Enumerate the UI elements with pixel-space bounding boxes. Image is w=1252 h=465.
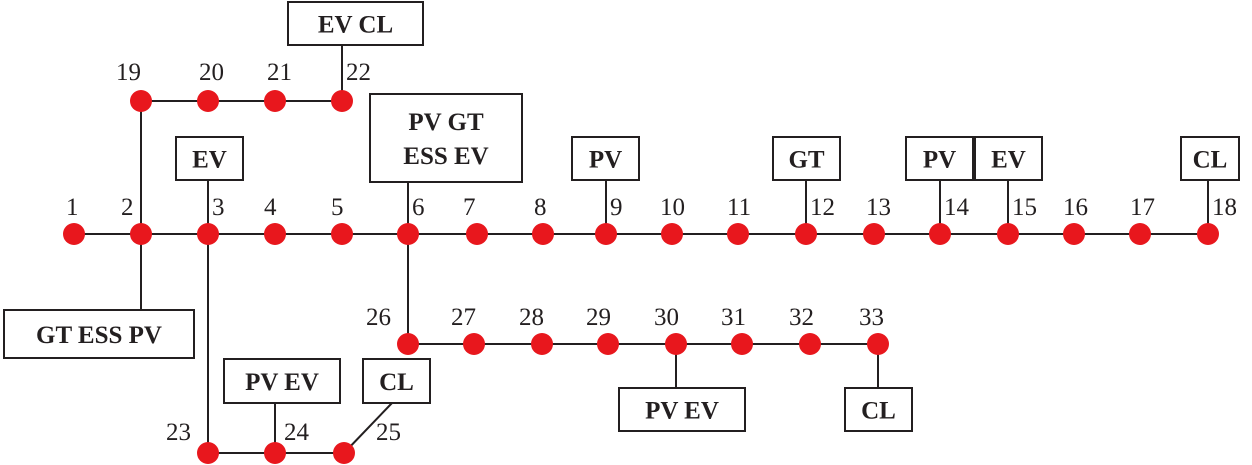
bus-node-5 [331,223,353,245]
bus-label-10: 10 [660,194,685,221]
attachment-box-14 [905,136,974,181]
bus-node-8 [532,223,554,245]
bus-label-28: 28 [519,304,544,331]
bus-label-30: 30 [654,304,679,331]
bus-label-27: 27 [451,304,476,331]
bus-label-16: 16 [1063,194,1088,221]
bus-label-25: 25 [376,419,401,446]
attachment-box-24 [223,358,341,404]
bus-label-5: 5 [331,194,344,221]
bus-node-22 [331,90,353,112]
bus-node-31 [731,333,753,355]
bus-label-22: 22 [346,59,371,86]
attachment-label-14: PV [923,147,956,174]
bus-label-1: 1 [66,194,79,221]
bus-node-18 [1197,223,1219,245]
attachment-label-3: EV [192,147,227,174]
bus-node-23 [197,442,219,464]
attachment-label-12: GT [788,147,824,174]
bus-label-24: 24 [284,419,310,446]
bus-label-33: 33 [859,304,884,331]
bus-label-4: 4 [264,194,277,221]
bus-node-24 [264,442,286,464]
attachment-label-30: PV EV [645,398,719,425]
bus-node-26 [397,333,419,355]
bus-label-32: 32 [789,304,814,331]
bus-node-2 [130,223,152,245]
bus-node-19 [130,90,152,112]
attachment-box-12 [772,136,841,181]
attachment-connector-25 [343,402,393,454]
bus-label-12: 12 [810,194,835,221]
bus-label-21: 21 [267,59,292,86]
attachment-box-2 [3,309,195,359]
attachment-box-3 [175,136,244,181]
bus-label-3: 3 [212,194,225,221]
attachment-box-30 [618,387,746,432]
bus-label-13: 13 [866,194,891,221]
attachment-label-15: EV [991,147,1026,174]
bus-node-1 [63,223,85,245]
bus-label-31: 31 [721,304,746,331]
bus-label-2: 2 [121,194,134,221]
attachment-label-9: PV [589,147,622,174]
bus-node-30 [665,333,687,355]
bus-node-29 [597,333,619,355]
bus-node-15 [997,223,1019,245]
attachment-label-25: CL [379,369,414,396]
bus-node-10 [661,223,683,245]
bus-nodes [63,90,1219,464]
bus-node-16 [1063,223,1085,245]
bus-node-27 [463,333,485,355]
bus-node-4 [264,223,286,245]
bus-label-15: 15 [1012,194,1037,221]
bus-node-13 [863,223,885,245]
bus-label-17: 17 [1130,194,1155,221]
bus-label-26: 26 [366,304,391,331]
attachment-box-6 [369,93,523,183]
bus-node-33 [867,333,889,355]
bus-node-25 [333,442,355,464]
bus-node-9 [595,223,617,245]
bus-node-12 [795,223,817,245]
attachment-box-18 [1180,136,1240,181]
bus-node-32 [799,333,821,355]
bus-node-20 [197,90,219,112]
attachment-label-6: PV GT [408,109,484,136]
bus-label-8: 8 [534,194,547,221]
bus-node-28 [531,333,553,355]
bus-label-20: 20 [199,59,224,86]
attachment-label-22: EV CL [318,12,393,39]
bus-label-18: 18 [1212,194,1237,221]
bus-label-6: 6 [412,194,425,221]
attachment-label-18: CL [1193,147,1228,174]
bus-label-23: 23 [166,419,191,446]
bus-label-9: 9 [610,194,623,221]
attachment-box-25 [362,358,431,404]
bus-node-6 [397,223,419,245]
attachment-label-2: GT ESS PV [36,322,162,349]
bus-node-17 [1129,223,1151,245]
bus-label-29: 29 [586,304,611,331]
bus-node-3 [197,223,219,245]
bus-label-11: 11 [727,194,751,221]
attachment-boxes: EV CL EV PV GT ESS EV PV GT PV EV CL GT ESS PV PV … [3,1,1240,432]
attachment-box-33 [844,387,913,432]
bus-label-14: 14 [944,194,970,221]
attachment-box-22 [287,1,424,46]
bus-node-21 [264,90,286,112]
bus-node-11 [727,223,749,245]
bus-node-14 [929,223,951,245]
attachment-label-33: CL [861,398,896,425]
attachment-box-9 [571,136,640,181]
attachment-box-15 [974,136,1043,181]
attachment-label-24: PV EV [245,369,319,396]
bus-label-19: 19 [116,59,141,86]
bus-label-7: 7 [463,194,476,221]
attachment-label-6: ESS EV [403,143,488,170]
bus-node-7 [466,223,488,245]
